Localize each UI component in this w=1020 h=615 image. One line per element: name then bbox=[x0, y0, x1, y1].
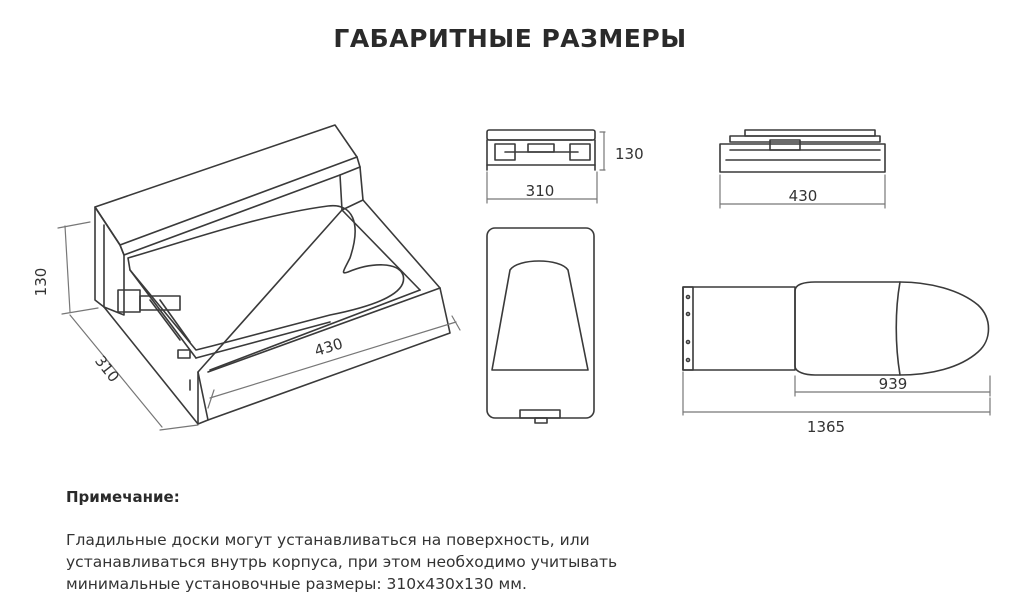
note-heading: Примечание: bbox=[66, 488, 180, 506]
board-length-label: 939 bbox=[879, 375, 908, 393]
note-line: минимальные установочные размеры: 310x43… bbox=[66, 575, 527, 593]
page-title: ГАБАРИТНЫЕ РАЗМЕРЫ bbox=[333, 24, 687, 53]
iso-width-label: 430 bbox=[312, 334, 345, 360]
side-view-dimension-lines bbox=[719, 174, 886, 209]
note-line: Гладильные доски могут устанавливаться н… bbox=[66, 531, 590, 549]
note-line: устанавливаться внутрь корпуса, при этом… bbox=[66, 553, 618, 571]
note-body: Гладильные доски могут устанавливаться н… bbox=[66, 529, 686, 595]
isometric-cabinet-view bbox=[94, 124, 451, 425]
front-height-label: 130 bbox=[615, 145, 644, 163]
isometric-dimension-lines bbox=[57, 221, 461, 431]
front-view bbox=[486, 129, 596, 171]
extended-board-view bbox=[682, 281, 990, 376]
front-view-dimension-lines bbox=[486, 131, 606, 204]
side-width-label: 430 bbox=[789, 187, 818, 205]
iso-depth-label: 310 bbox=[91, 352, 123, 386]
front-width-label: 310 bbox=[526, 182, 555, 200]
extended-dimension-lines bbox=[682, 371, 991, 416]
iso-height-label: 130 bbox=[32, 268, 50, 297]
side-view bbox=[719, 129, 886, 173]
top-view-closed bbox=[486, 227, 595, 424]
total-length-label: 1365 bbox=[807, 418, 845, 436]
